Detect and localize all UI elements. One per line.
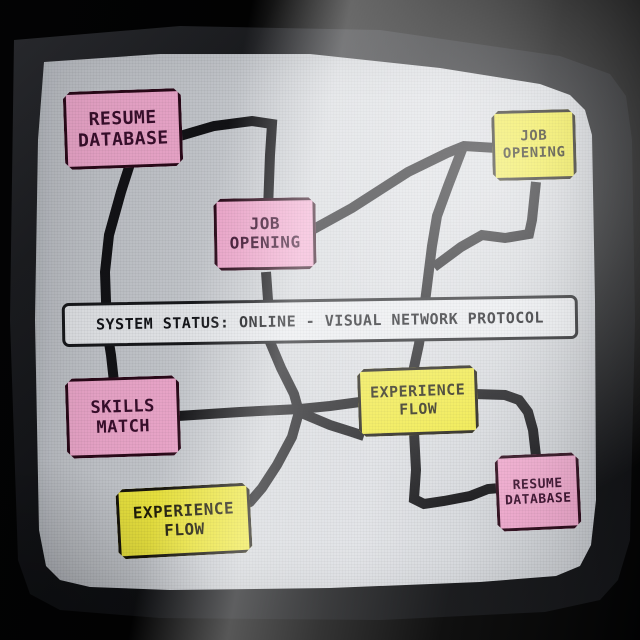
edge-job-tr-to-junction-merge [431, 181, 541, 272]
node-experience-flow-center: EXPERIENCE FLOW [357, 365, 479, 437]
node-label-line: MATCH [96, 416, 151, 438]
edge-experience-center-to-resume-br-top [474, 389, 541, 457]
edge-skills-match-to-experience-center [177, 397, 361, 421]
node-label-line: SKILLS [90, 395, 156, 418]
node-experience-flow-bottom: EXPERIENCE FLOW [115, 483, 252, 560]
node-label-line: DATABASE [77, 127, 170, 152]
edge-branch-to-experience-center-corner [297, 407, 366, 441]
node-label-line: JOB [249, 213, 281, 234]
node-skills-match: SKILLS MATCH [65, 375, 181, 459]
node-label-line: FLOW [398, 399, 438, 419]
edge-job-center-to-job-tr [309, 140, 498, 235]
edge-resume-tl-to-job-center [178, 115, 278, 211]
node-job-opening-top-right: JOB OPENING [491, 109, 577, 181]
node-label-line: FLOW [163, 518, 206, 541]
node-label-line: OPENING [229, 232, 301, 253]
edge-resume-tl-to-skills-match [99, 162, 135, 383]
node-resume-database-bottom-right: RESUME DATABASE [494, 452, 581, 532]
node-label-line: JOB [520, 128, 548, 145]
node-label-line: RESUME [88, 106, 157, 130]
node-job-opening-center: JOB OPENING [213, 197, 316, 271]
status-banner-text: SYSTEM STATUS: ONLINE - VISUAL NETWORK P… [95, 308, 545, 334]
node-label-line: OPENING [502, 144, 566, 162]
node-label-line: DATABASE [504, 490, 572, 509]
edge-experience-center-to-resume-br-left [408, 431, 501, 510]
node-resume-database-top-left: RESUME DATABASE [63, 88, 184, 170]
status-banner: SYSTEM STATUS: ONLINE - VISUAL NETWORK P… [61, 294, 579, 348]
